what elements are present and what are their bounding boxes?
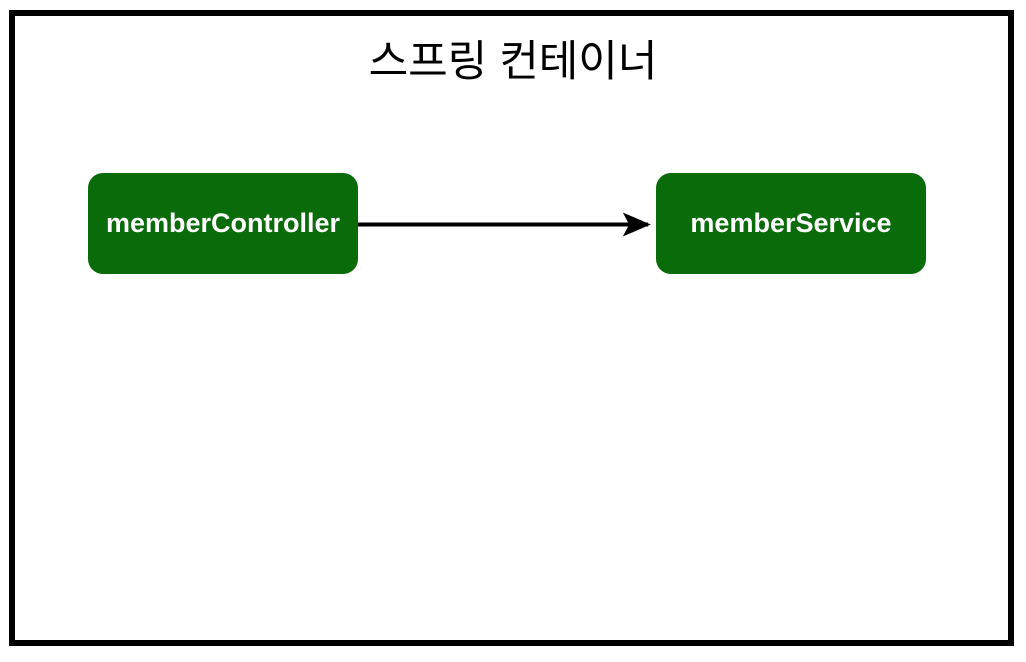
- diagram-title: 스프링 컨테이너: [368, 38, 658, 86]
- dependency-arrow-controller-to-service[interactable]: [352, 204, 662, 246]
- spring-container-frame: [9, 10, 1014, 646]
- bean-node-label: memberService: [690, 208, 892, 238]
- bean-node-member-controller[interactable]: memberController: [88, 173, 358, 274]
- bean-node-member-service[interactable]: memberService: [656, 173, 926, 274]
- bean-node-label: memberController: [105, 208, 341, 238]
